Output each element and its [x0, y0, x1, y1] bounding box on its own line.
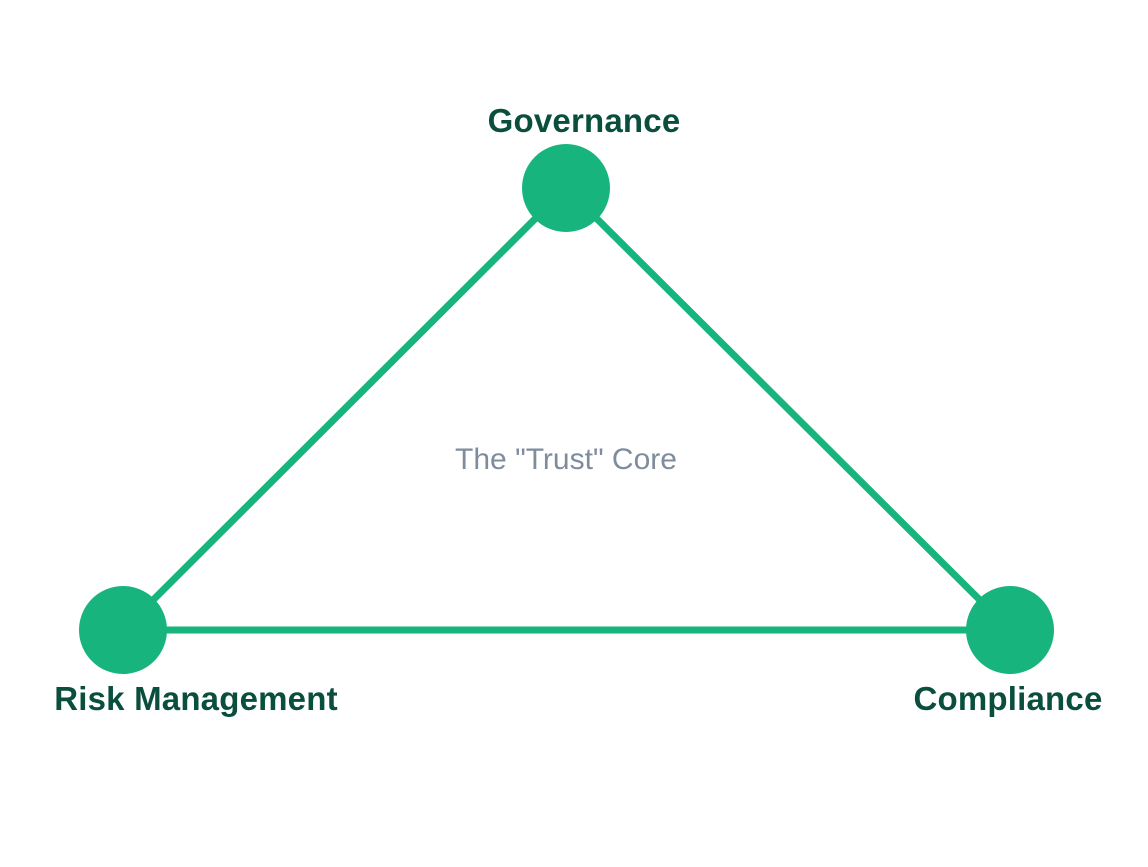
governance-node	[522, 144, 610, 232]
risk-management-node	[79, 586, 167, 674]
compliance-node	[966, 586, 1054, 674]
edge-governance-risk-management	[119, 184, 570, 634]
edge-governance-compliance	[562, 184, 1014, 634]
risk-management-label: Risk Management	[54, 680, 338, 717]
trust-core-center-label: The "Trust" Core	[455, 443, 677, 476]
compliance-label: Compliance	[913, 680, 1103, 717]
governance-label: Governance	[487, 102, 681, 139]
